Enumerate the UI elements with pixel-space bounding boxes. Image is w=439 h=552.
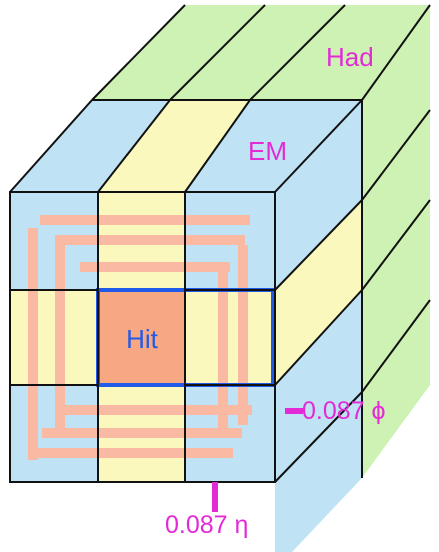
em-side-band-2 [275,200,362,385]
sliding-windows [28,215,252,460]
cell-r2-c1 [10,290,98,385]
em-top-stripe-3 [185,100,362,192]
right-face [275,5,430,552]
grid-lines [9,4,431,483]
em-top-stripe-2 [98,100,250,192]
eta-label: 0.087 η [165,511,248,539]
had-top-stripe-1 [92,5,265,100]
window-bar [62,405,252,415]
had-label: Had [326,42,374,72]
had-layer-top [92,5,430,100]
window-bar [28,448,233,458]
front-outline [9,191,276,483]
window-bar [55,238,65,438]
cell-r2-c3 [185,290,275,385]
window-bar [238,245,248,425]
window-bar [28,228,38,460]
em-label: EM [248,136,287,166]
em-layer-top [10,100,362,192]
had-top-stripe-3 [250,5,430,100]
window-bar [80,262,230,272]
em-side-band-3 [275,290,362,552]
em-top-stripe-1 [10,100,170,192]
em-side-band-1 [275,100,362,290]
window-bar [42,428,242,438]
hit-label: Hit [126,324,159,354]
had-top-stripe-2 [170,5,345,100]
eta-tick [212,482,218,512]
window-bar [218,262,228,432]
phi-tick [285,408,303,414]
window-bar [40,215,250,225]
window-bar [55,235,245,245]
hit-cell [100,292,185,383]
phi-label: 0.087 ϕ [302,397,386,425]
had-side [362,5,430,478]
